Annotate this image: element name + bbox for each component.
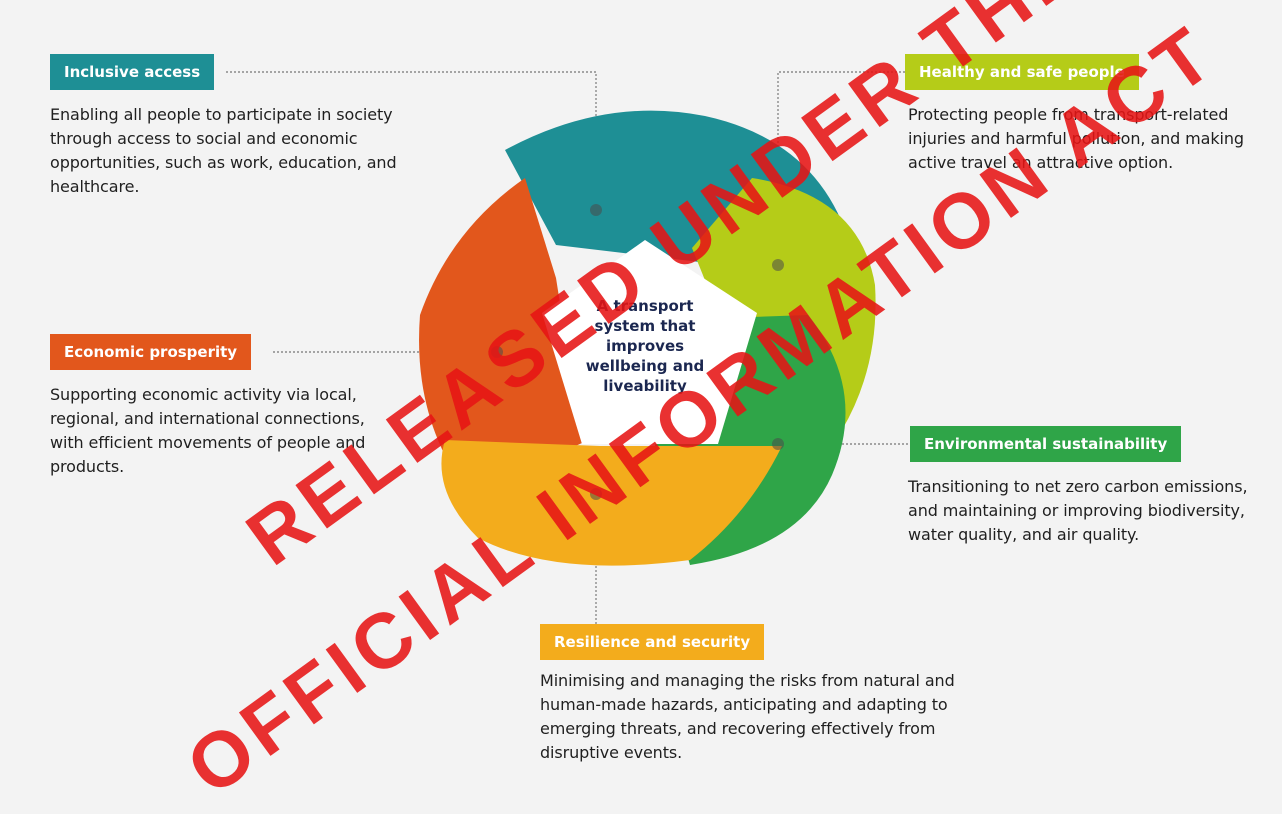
outcomes-diagram bbox=[226, 71, 910, 624]
dot-inclusive bbox=[590, 204, 602, 216]
dot-environmental bbox=[772, 438, 784, 450]
tag-environmental-sustainability: Environmental sustainability bbox=[910, 426, 1182, 462]
tag-inclusive-access: Inclusive access bbox=[50, 54, 215, 90]
segment-resilience bbox=[441, 440, 782, 566]
dot-resilience bbox=[590, 488, 602, 500]
desc-resilience-security: Minimising and managing the risks from n… bbox=[540, 671, 955, 762]
center-statement: A transport system that improves wellbei… bbox=[585, 297, 705, 395]
connector-dots bbox=[491, 204, 784, 500]
pentagon-ring bbox=[419, 110, 876, 566]
desc-healthy-safe-people: Protecting people from transport-related… bbox=[908, 105, 1244, 172]
desc-environmental-sustainability: Transitioning to net zero carbon emissio… bbox=[908, 477, 1248, 544]
center-pentagon bbox=[542, 240, 757, 444]
segment-economic bbox=[419, 178, 582, 495]
dot-economic bbox=[491, 346, 503, 358]
desc-economic-prosperity: Supporting economic activity via local, … bbox=[50, 385, 366, 476]
tag-economic-prosperity: Economic prosperity bbox=[50, 334, 252, 370]
dot-healthy bbox=[772, 259, 784, 271]
desc-inclusive-access: Enabling all people to participate in so… bbox=[50, 105, 397, 196]
tag-resilience-security: Resilience and security bbox=[540, 624, 765, 660]
tag-healthy-safe-people: Healthy and safe people bbox=[905, 54, 1139, 90]
